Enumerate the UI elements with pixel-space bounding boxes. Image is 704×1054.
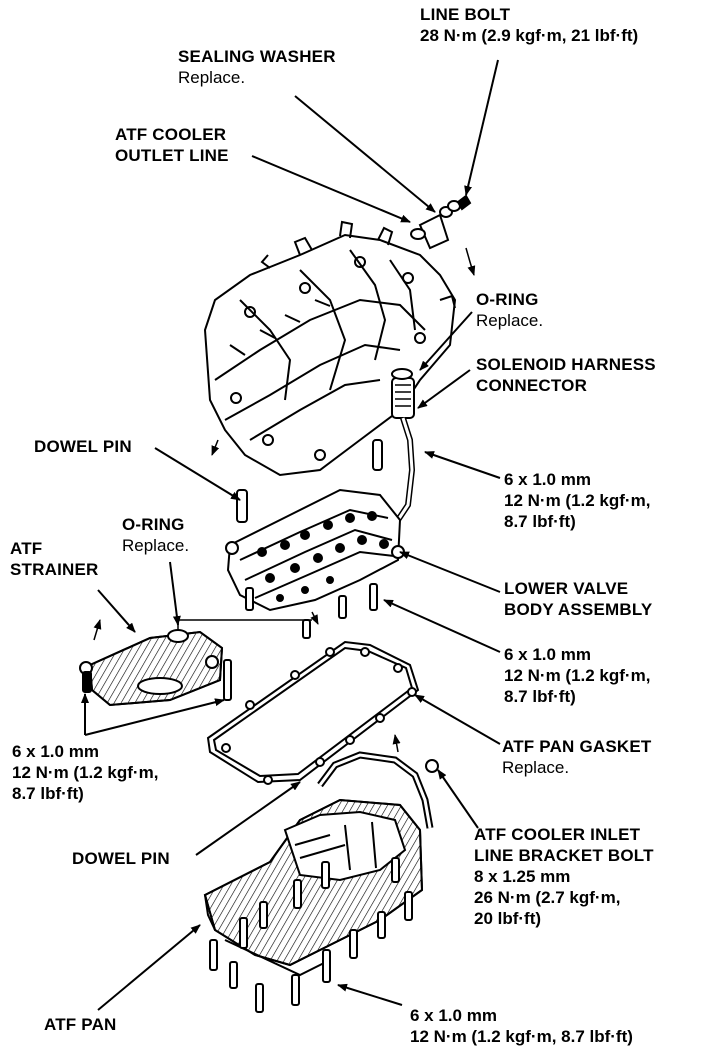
sealing-washer-title: SEALING WASHER — [178, 47, 336, 66]
bolt-right-upper-torque2: 8.7 lbf·ft) — [504, 512, 576, 531]
line-bolt-title: LINE BOLT — [420, 5, 511, 24]
inlet-bracket-size: 8 x 1.25 mm — [474, 867, 571, 886]
solenoid-line2: CONNECTOR — [476, 376, 588, 395]
outlet-line-assembly — [410, 194, 472, 250]
bolt-right-upper-size: 6 x 1.0 mm — [504, 470, 591, 489]
solenoid-harness-connector — [391, 368, 416, 522]
label-dowel-pin-upper: DOWEL PIN — [34, 436, 132, 457]
lower-valve-line2: BODY ASSEMBLY — [504, 600, 653, 619]
lower-valve-line1: LOWER VALVE — [504, 579, 629, 598]
label-bolt-left: 6 x 1.0 mm 12 N·m (1.2 kgf·m, 8.7 lbf·ft… — [12, 741, 158, 804]
lower-valve-body — [225, 488, 405, 612]
outlet-line-line2: OUTLET LINE — [115, 146, 229, 165]
atf-strainer-line2: STRAINER — [10, 560, 99, 579]
label-sealing-washer: SEALING WASHER Replace. — [178, 46, 336, 88]
leader-lines — [81, 59, 501, 1011]
atf-pan-title: ATF PAN — [44, 1015, 117, 1034]
label-o-ring-strainer: O-RING Replace. — [122, 514, 189, 556]
bolt-bottom-size: 6 x 1.0 mm — [410, 1006, 497, 1025]
atf-pan-gasket — [206, 640, 420, 785]
atf-strainer — [79, 619, 232, 707]
sealing-washer-note: Replace. — [178, 68, 246, 87]
bolt-left-torque1: 12 N·m (1.2 kgf·m, — [12, 763, 159, 782]
line-bolt-spec: 28 N·m (2.9 kgf·m, 21 lbf·ft) — [420, 26, 639, 45]
inlet-bracket-torque1: 26 N·m (2.7 kgf·m, — [474, 888, 621, 907]
inlet-bracket-line1: ATF COOLER INLET — [474, 825, 641, 844]
label-atf-pan-gasket: ATF PAN GASKET Replace. — [502, 736, 652, 778]
atf-pan-gasket-note: Replace. — [502, 758, 570, 777]
inlet-bracket-torque2: 20 lbf·ft) — [474, 909, 542, 928]
o-ring-upper-note: Replace. — [476, 311, 544, 330]
o-ring-strainer-title: O-RING — [122, 515, 185, 534]
valve-body-bolts — [245, 583, 378, 639]
atf-cooler-inlet-line — [317, 734, 439, 829]
bolt-right-middle-torque2: 8.7 lbf·ft) — [504, 687, 576, 706]
direction-arrows-case — [211, 247, 476, 456]
atf-strainer-line1: ATF — [10, 539, 43, 558]
label-atf-strainer: ATF STRAINER — [10, 538, 99, 580]
bolt-right-middle-size: 6 x 1.0 mm — [504, 645, 591, 664]
label-bolt-bottom: 6 x 1.0 mm 12 N·m (1.2 kgf·m, 8.7 lbf·ft… — [410, 1005, 633, 1047]
label-line-bolt: LINE BOLT 28 N·m (2.9 kgf·m, 21 lbf·ft) — [420, 4, 638, 46]
label-bolt-right-upper: 6 x 1.0 mm 12 N·m (1.2 kgf·m, 8.7 lbf·ft… — [504, 469, 650, 532]
o-ring-upper-title: O-RING — [476, 290, 539, 309]
bolt-left-torque2: 8.7 lbf·ft) — [12, 784, 84, 803]
bolt-right-middle-torque1: 12 N·m (1.2 kgf·m, — [504, 666, 651, 685]
atf-pan-gasket-title: ATF PAN GASKET — [502, 737, 652, 756]
label-dowel-pin-lower: DOWEL PIN — [72, 848, 170, 869]
outlet-line-line1: ATF COOLER — [115, 125, 227, 144]
atf-pan-bolts — [209, 857, 413, 1013]
bolt-left-size: 6 x 1.0 mm — [12, 742, 99, 761]
bolt-right-upper-torque1: 12 N·m (1.2 kgf·m, — [504, 491, 651, 510]
strainer-connector-line — [177, 619, 312, 630]
label-solenoid-harness-connector: SOLENOID HARNESS CONNECTOR — [476, 354, 656, 396]
label-atf-pan: ATF PAN — [44, 1014, 117, 1035]
label-lower-valve-body: LOWER VALVE BODY ASSEMBLY — [504, 578, 652, 620]
label-o-ring-upper: O-RING Replace. — [476, 289, 543, 331]
label-atf-cooler-inlet-bracket-bolt: ATF COOLER INLET LINE BRACKET BOLT 8 x 1… — [474, 824, 654, 929]
label-bolt-right-middle: 6 x 1.0 mm 12 N·m (1.2 kgf·m, 8.7 lbf·ft… — [504, 644, 650, 707]
label-atf-cooler-outlet-line: ATF COOLER OUTLET LINE — [115, 124, 229, 166]
dowel-pin-lower-title: DOWEL PIN — [72, 849, 170, 868]
solenoid-line1: SOLENOID HARNESS — [476, 355, 656, 374]
dowel-pin-upper-title: DOWEL PIN — [34, 437, 132, 456]
inlet-bracket-line2: LINE BRACKET BOLT — [474, 846, 654, 865]
o-ring-strainer-note: Replace. — [122, 536, 190, 555]
transmission-case — [203, 220, 457, 477]
bolt-bottom-torque: 12 N·m (1.2 kgf·m, 8.7 lbf·ft) — [410, 1027, 633, 1046]
